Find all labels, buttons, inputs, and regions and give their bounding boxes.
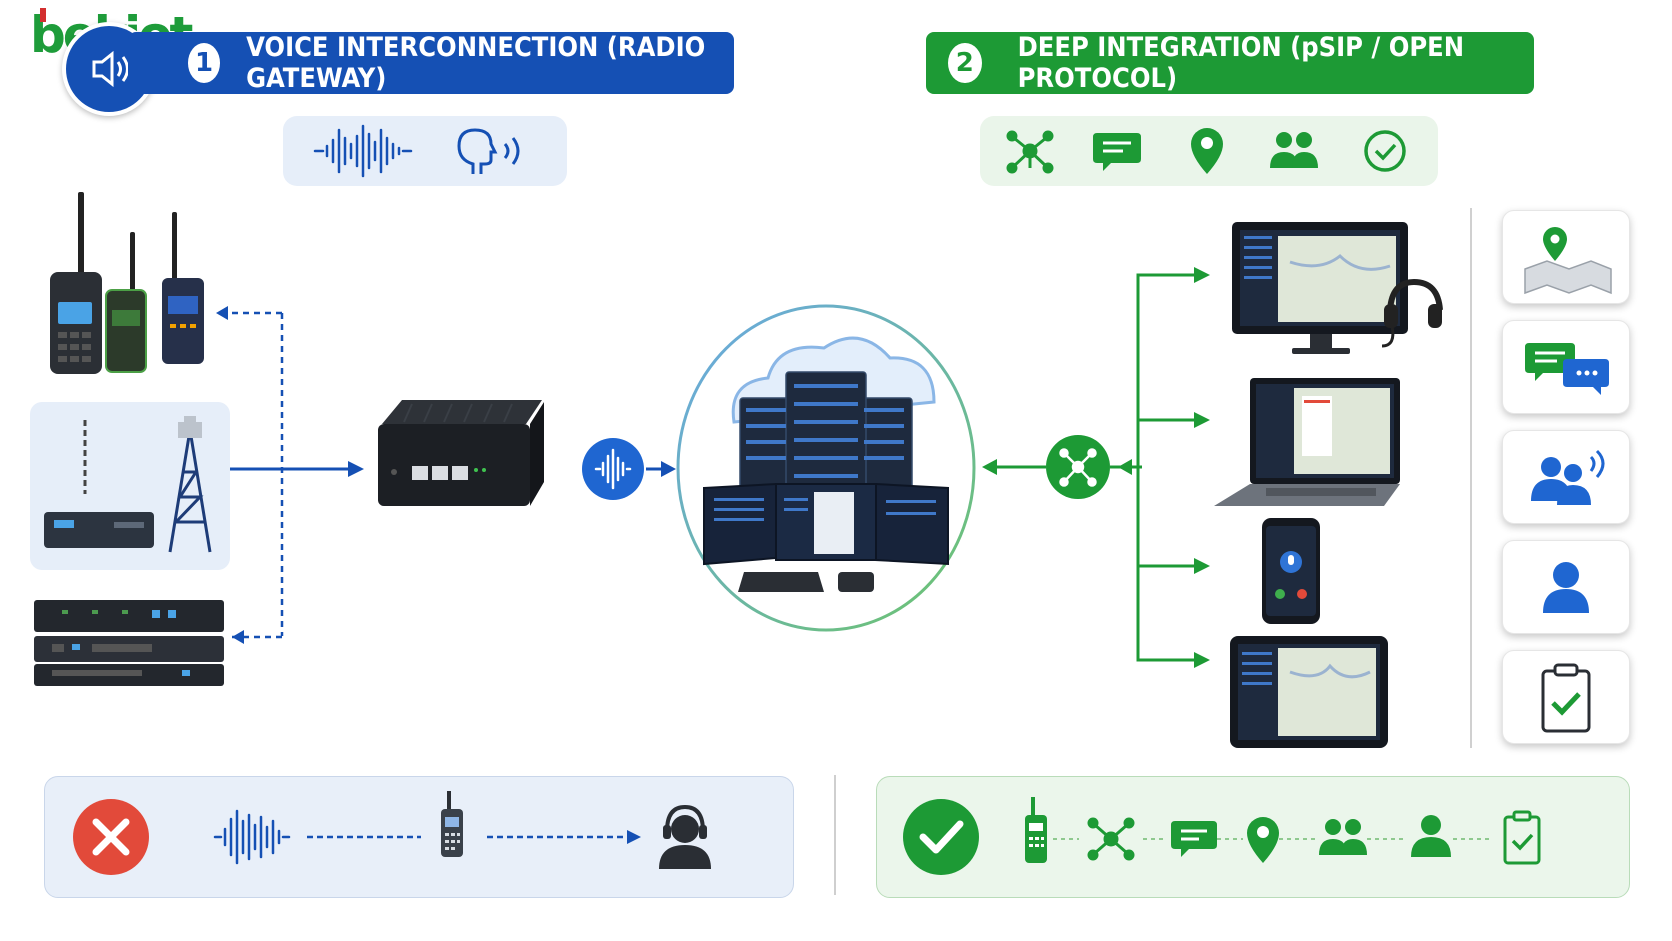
- message-icon: [1093, 133, 1141, 171]
- network-hub-icon: [1087, 817, 1135, 861]
- map-location-icon: [1524, 227, 1612, 295]
- base-station-panel: [30, 402, 230, 570]
- voice-pill: [283, 116, 567, 186]
- dispatch-console-monitor: [1230, 222, 1450, 368]
- integration-pill: [980, 116, 1438, 186]
- network-hub-icon: [1006, 130, 1054, 174]
- group-call-icon: [1531, 449, 1605, 505]
- group-call-card: [1502, 430, 1630, 524]
- user-icon: [1411, 815, 1451, 857]
- user-icon: [1543, 562, 1589, 613]
- radio-icon: [1025, 797, 1047, 863]
- radio-gateway-device: [372, 396, 552, 520]
- success-check-icon: [903, 799, 979, 875]
- check-circle-icon: [1364, 130, 1406, 172]
- error-x-icon: [73, 799, 149, 875]
- section1-header: 1 VOICE INTERCONNECTION (RADIO GATEWAY): [128, 32, 734, 94]
- user-card: [1502, 540, 1630, 634]
- task-card: [1502, 650, 1630, 744]
- tablet-client: [1230, 636, 1388, 748]
- mobile-client: [1262, 518, 1320, 624]
- location-pin-icon: [1247, 817, 1279, 863]
- left-connector-lines: [216, 306, 364, 644]
- speaking-head-icon: [457, 128, 520, 174]
- clipboard-check-icon: [1541, 663, 1591, 733]
- clipboard-check-icon: [1503, 810, 1541, 865]
- handheld-radios: [40, 192, 220, 382]
- group-icon: [1319, 819, 1367, 855]
- radio-icon: [441, 791, 463, 857]
- map-location-card: [1502, 210, 1630, 304]
- voice-waveform-icon: [313, 124, 413, 178]
- rack-equipment: [32, 590, 228, 690]
- section1-number: 1: [188, 43, 221, 83]
- chat-card: [1502, 320, 1630, 414]
- section2-number: 2: [948, 43, 982, 83]
- deep-integration-summary: [876, 776, 1630, 898]
- message-icon: [1171, 821, 1217, 857]
- vertical-divider: [1470, 208, 1472, 748]
- section2-header: 2 DEEP INTEGRATION (pSIP / OPEN PROTOCOL…: [926, 32, 1534, 94]
- right-connector-lines: [982, 267, 1210, 668]
- voice-only-summary: [44, 776, 794, 898]
- chat-bubbles-icon: [1525, 343, 1609, 395]
- voice-waveform-icon: [582, 438, 676, 500]
- bottom-divider: [834, 775, 836, 895]
- laptop-client: [1206, 378, 1406, 510]
- group-icon: [1270, 132, 1318, 168]
- dispatch-server-hub: [674, 302, 978, 634]
- section2-title: DEEP INTEGRATION (pSIP / OPEN PROTOCOL): [1017, 32, 1465, 94]
- headset-operator-icon: [659, 804, 711, 869]
- voice-waveform-icon: [213, 809, 291, 865]
- section1-title: VOICE INTERCONNECTION (RADIO GATEWAY): [246, 32, 706, 94]
- location-pin-icon: [1191, 128, 1223, 174]
